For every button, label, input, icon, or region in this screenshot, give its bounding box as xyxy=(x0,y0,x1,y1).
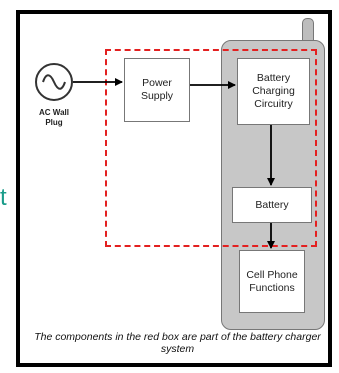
phone-antenna xyxy=(302,18,314,46)
battery-charging-circuitry-block: Battery Charging Circuitry xyxy=(237,58,310,125)
diagram-caption: The components in the red box are part o… xyxy=(34,331,321,355)
power-supply-block: Power Supply xyxy=(124,58,190,122)
ac-wall-plug-icon xyxy=(35,63,73,101)
ac-wall-plug-label: AC Wall Plug xyxy=(39,108,69,127)
battery-block: Battery xyxy=(232,187,312,223)
cropped-edge-letter: t xyxy=(0,184,7,211)
charger-boundary-box xyxy=(105,49,317,247)
cell-phone-functions-block: Cell Phone Functions xyxy=(239,250,305,313)
sine-wave-icon xyxy=(42,74,66,90)
